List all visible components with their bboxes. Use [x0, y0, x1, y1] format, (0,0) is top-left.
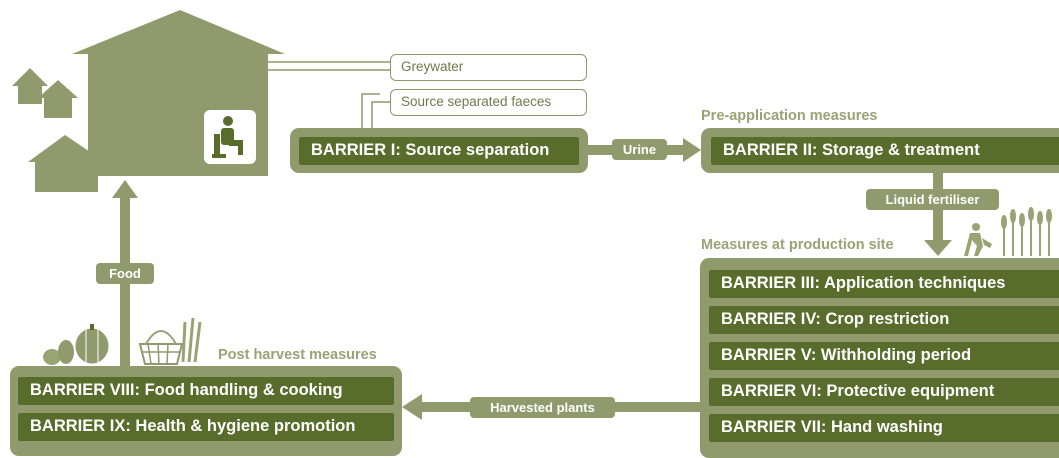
diagram-graphics	[12, 10, 1052, 420]
liquid-fertiliser-arrow	[924, 173, 952, 256]
barrier-i: BARRIER I: Source separation	[299, 137, 579, 165]
barrier-ii: BARRIER II: Storage & treatment	[711, 137, 1059, 165]
harvested-plants-label: Harvested plants	[470, 397, 615, 418]
barrier-vi: BARRIER VI: Protective equipment	[709, 378, 1059, 406]
basket-icon	[138, 317, 202, 365]
gardener-icon	[964, 223, 992, 256]
barrier-vii: BARRIER VII: Hand washing	[709, 414, 1059, 442]
barrier-iii: BARRIER III: Application techniques	[709, 270, 1059, 298]
outflow-lines	[268, 61, 392, 128]
barrier-viii: BARRIER VIII: Food handling & cooking	[18, 377, 394, 405]
post-harvest-heading: Post harvest measures	[218, 347, 377, 363]
faeces-label: Source separated faeces	[390, 89, 587, 116]
toilet-icon	[204, 110, 256, 164]
pre-application-heading: Pre-application measures	[701, 108, 878, 124]
crops-icon	[1001, 207, 1052, 256]
food-label: Food	[96, 263, 154, 284]
urine-label: Urine	[612, 139, 667, 160]
liquid-fertiliser-label: Liquid fertiliser	[866, 189, 999, 210]
production-site-heading: Measures at production site	[701, 237, 894, 253]
barrier-ix: BARRIER IX: Health & hygiene promotion	[18, 413, 394, 441]
barrier-iv: BARRIER IV: Crop restriction	[709, 306, 1059, 334]
barrier-v: BARRIER V: Withholding period	[709, 342, 1059, 370]
small-houses-icon	[12, 68, 105, 192]
greywater-label: Greywater	[390, 54, 587, 81]
vegetables-icon	[43, 324, 110, 365]
